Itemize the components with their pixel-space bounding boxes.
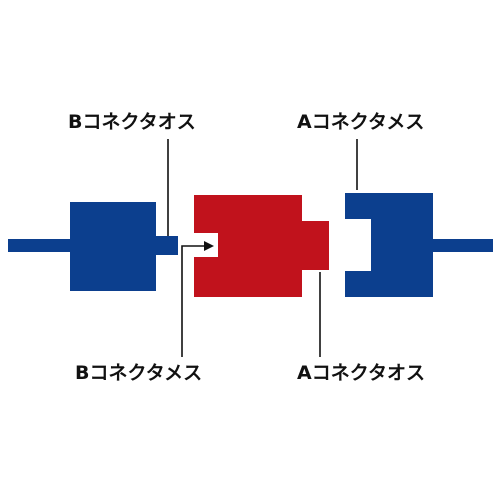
red-adapter	[194, 195, 329, 297]
b-connector-male	[70, 202, 178, 291]
label-b-connector-female: Bコネクタメス	[75, 362, 202, 384]
label-a-connector-female: Aコネクタメス	[297, 111, 424, 133]
red-adapter-body	[194, 195, 329, 297]
right-cable	[431, 239, 493, 252]
b-connector-male-body	[70, 202, 156, 291]
leader-b-female	[181, 241, 214, 357]
b-connector-male-plug	[154, 236, 178, 255]
label-b-connector-male: Bコネクタオス	[68, 111, 196, 133]
left-cable	[8, 239, 74, 252]
leader-b-female-line	[181, 245, 204, 357]
a-connector-female	[345, 193, 433, 297]
arrowhead-icon	[204, 241, 214, 251]
a-connector-female-body	[345, 193, 433, 297]
label-a-connector-male: Aコネクタオス	[297, 362, 425, 384]
